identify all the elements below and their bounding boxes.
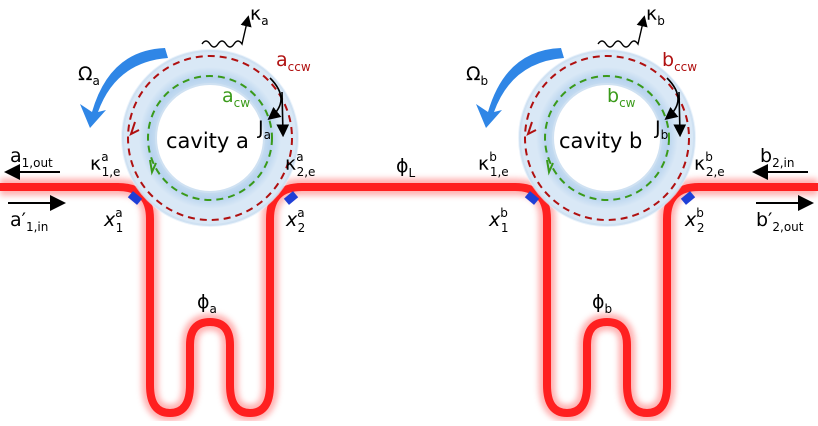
cavity-b [518,49,696,227]
cavity-b-name: cavity b [559,129,642,153]
port-a-out-label: a1,out [10,145,53,170]
cavity-b-ccw-mode [524,55,690,221]
coupling-arrow-icon [276,91,290,138]
cavity-a-cw-mode [147,75,273,201]
port-b-in-label: b2,in [760,145,794,170]
cw-b-label: bcw [607,85,636,110]
rotation-arrow-icon [80,48,168,128]
cavity-a-name: cavity a [166,129,249,153]
link-phase-label: ϕL [396,155,416,180]
ccw-a-label: accw [276,49,311,74]
cavity-b-cw-mode [544,75,670,201]
cavity-b-ring [519,50,695,226]
rotation-arrow-icon [476,48,564,128]
cw-a-label: acw [222,85,250,110]
coupler-b-left [524,191,540,205]
loss-a-label: κa [250,3,269,28]
waveguide [0,183,818,417]
coupler-a-right [283,191,299,205]
coupling-b-label: Jb [654,117,668,142]
coupling-arrow-icon [267,77,282,121]
phase-a-label: ϕa [197,291,217,316]
wavy-arrow-icon [597,15,648,48]
port-b-out-label: b′2,out [756,209,804,234]
coupler-a-left [127,191,143,205]
cavity-a-ring [122,50,298,226]
ccw-b-label: bccw [662,49,697,74]
cavity-a-ccw-mode [127,55,293,221]
cavity-a [121,49,299,227]
port-a-in-label: a′1,in [10,209,48,234]
rotation-a-label: Ωa [78,63,100,88]
phase-b-label: ϕb [592,291,612,316]
rotation-b-label: Ωb [466,63,488,88]
coupling-arrow-icon [664,77,679,121]
coupling-arrow-icon [673,91,687,138]
wavy-arrow-icon [201,15,252,48]
coupling-a-label: Ja [257,117,271,142]
coupler-b-right [680,191,696,205]
loss-b-label: κb [646,3,665,28]
